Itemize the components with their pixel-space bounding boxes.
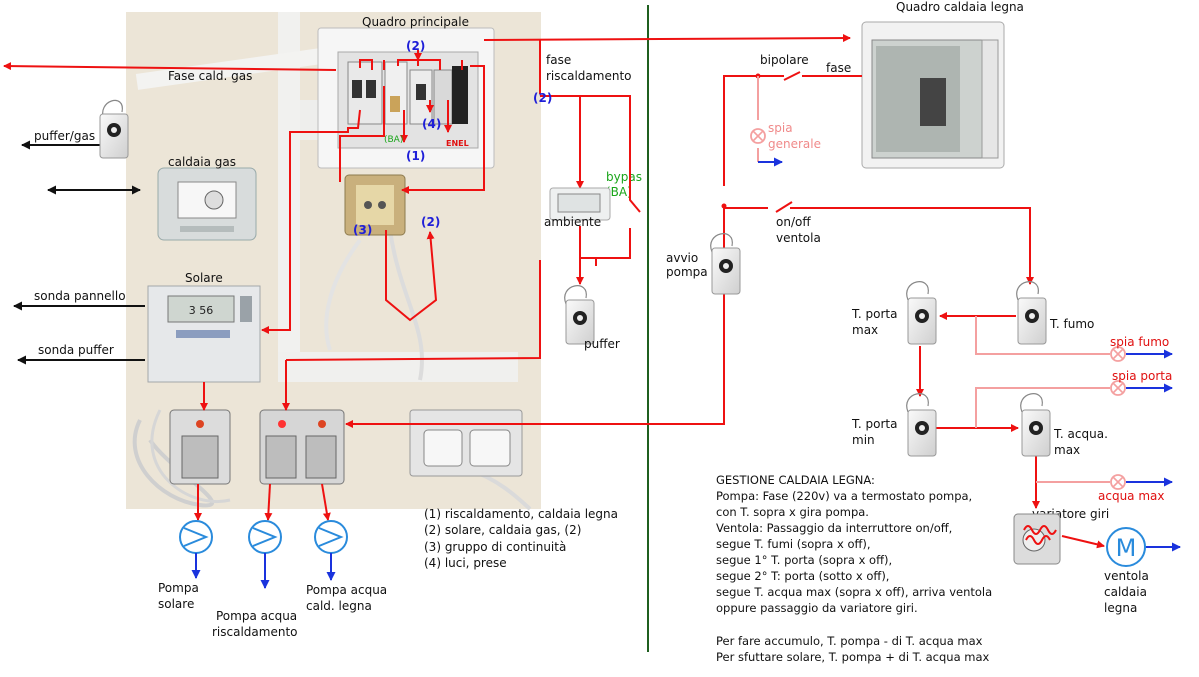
bipolare-label: bipolare	[760, 53, 809, 67]
solar-display-value: 3 56	[189, 304, 214, 317]
fase-cald-gas-label: Fase cald. gas	[168, 69, 252, 83]
power-sockets-photo	[409, 409, 523, 477]
t-fumo-label: T. fumo	[1049, 317, 1094, 331]
solare-label: Solare	[185, 271, 223, 285]
t-porta-min-label-2: min	[852, 433, 875, 447]
fan-motor-icon: M	[1106, 527, 1181, 567]
operating-notes: GESTIONE CALDAIA LEGNA: Pompa: Fase (220…	[716, 473, 992, 664]
t-porta-min-thermostat-icon	[906, 393, 937, 457]
onoff-label-2: ventola	[776, 231, 821, 245]
avvio-pompa-thermostat-icon	[710, 233, 741, 295]
room-thermostat-icon	[549, 187, 611, 221]
wood-boiler-panel-photo	[861, 21, 1005, 169]
puffer-thermostat-icon	[564, 285, 595, 345]
note-line: oppure passaggio da variatore giri.	[716, 601, 918, 615]
note-line: GESTIONE CALDAIA LEGNA:	[716, 473, 875, 487]
pump-solare-icon	[179, 484, 213, 579]
acqua-max-label: acqua max	[1098, 489, 1165, 503]
main-panel-title: Quadro principale	[362, 15, 469, 29]
fase-label-line2: riscaldamento	[546, 69, 632, 83]
pompa-legna-label-2: cald. legna	[306, 599, 372, 613]
t-acqua-max-thermostat-icon	[1020, 393, 1051, 457]
t-porta-min-label-1: T. porta	[851, 417, 898, 431]
sonda-puffer-label: sonda puffer	[38, 343, 114, 357]
note-line: segue T. fumi (sopra x off),	[716, 537, 871, 551]
puffer-gas-label: puffer/gas	[34, 129, 95, 143]
circuit-legend: (1) riscaldamento, caldaia legna (2) sol…	[424, 507, 618, 570]
mark-enel: ENEL	[446, 139, 469, 148]
pompa-risc-label-1: Pompa acqua	[216, 609, 297, 623]
spia-acqua-max-icon	[1110, 474, 1173, 490]
fase-label-line1: fase	[546, 53, 571, 67]
note-line: Ventola: Passaggio da interruttore on/of…	[716, 521, 952, 535]
note-line: Per sfuttare solare, T. pompa + di T. ac…	[716, 650, 990, 664]
puffer-label: puffer	[584, 337, 620, 351]
spia-porta-label: spia porta	[1112, 369, 1172, 383]
spia-fumo-label: spia fumo	[1110, 335, 1169, 349]
note-line: segue T. acqua max (sopra x off), arriva…	[716, 585, 992, 599]
legend-line: (1) riscaldamento, caldaia legna	[424, 507, 618, 521]
mark-ba: (BA)	[384, 135, 403, 145]
bypas-label-line2: (BA)	[606, 185, 632, 199]
mark-2-loop: (2)	[421, 215, 440, 229]
main-wires	[3, 34, 851, 411]
note-line: segue 2° T: porta (sotto x off),	[716, 569, 889, 583]
speed-controller-icon	[1013, 513, 1061, 565]
solar-controller-photo: 3 56	[147, 285, 261, 383]
spia-generale-label-1: spia	[768, 121, 793, 135]
puffer-gas-thermostat-icon	[99, 99, 129, 159]
note-line: con T. sopra x gira pompa.	[716, 505, 869, 519]
mark-2-right: (2)	[533, 91, 552, 105]
legend-line: (4) luci, prese	[424, 556, 507, 570]
t-fumo-thermostat-icon	[1016, 281, 1047, 345]
pump-switch-double-photo	[259, 409, 345, 485]
ventola-label-2: caldaia	[1104, 585, 1147, 599]
legend-line: (3) gruppo di continuità	[424, 540, 566, 554]
bypas-label-line1: bypas	[606, 170, 642, 184]
spia-fumo-icon	[1110, 346, 1173, 362]
motor-symbol: M	[1116, 534, 1137, 562]
ventola-label-3: legna	[1104, 601, 1137, 615]
fase-right-label: fase	[826, 61, 851, 75]
note-line: segue 1° T. porta (sopra x off),	[716, 553, 892, 567]
mark-3: (3)	[353, 223, 372, 237]
wood-boiler-panel-title: Quadro caldaia legna	[896, 0, 1024, 14]
t-porta-max-label-2: max	[852, 323, 878, 337]
t-porta-max-label-1: T. porta	[851, 307, 898, 321]
spia-generale-icon	[750, 128, 783, 167]
mark-4: (4)	[422, 117, 441, 131]
mark-2-top: (2)	[406, 39, 425, 53]
legend-line: (2) solare, caldaia gas, (2)	[424, 523, 581, 537]
note-line: Per fare accumulo, T. pompa - di T. acqu…	[716, 634, 983, 648]
t-acqua-max-label-2: max	[1054, 443, 1080, 457]
pompa-solare-label-1: Pompa	[158, 581, 199, 595]
ventola-label-1: ventola	[1104, 569, 1149, 583]
room-wires	[576, 95, 641, 285]
sonda-pannello-label: sonda pannello	[34, 289, 126, 303]
pompa-risc-label-2: riscaldamento	[212, 625, 298, 639]
pump-switch-solare-photo	[169, 409, 231, 485]
pompa-legna-label-1: Pompa acqua	[306, 583, 387, 597]
t-acqua-max-label-1: T. acqua.	[1053, 427, 1108, 441]
gas-boiler-control-photo	[157, 167, 257, 241]
pump-riscaldamento-icon	[248, 483, 282, 589]
pompa-solare-label-2: solare	[158, 597, 194, 611]
avvio-pompa-label-1: avvio	[666, 251, 698, 265]
spia-generale-label-2: generale	[768, 137, 821, 151]
ambiente-label: ambiente	[544, 215, 601, 229]
onoff-label-1: on/off	[776, 215, 811, 229]
note-line: Pompa: Fase (220v) va a termostato pompa…	[716, 489, 972, 503]
indicator-wires	[757, 76, 1110, 483]
t-porta-max-thermostat-icon	[906, 281, 937, 345]
ups-socket-photo	[344, 174, 406, 236]
pump-legna-icon	[314, 483, 348, 581]
spia-porta-icon	[1110, 380, 1173, 396]
avvio-pompa-label-2: pompa	[666, 265, 708, 279]
mark-1: (1)	[406, 149, 425, 163]
caldaia-gas-label: caldaia gas	[168, 155, 236, 169]
